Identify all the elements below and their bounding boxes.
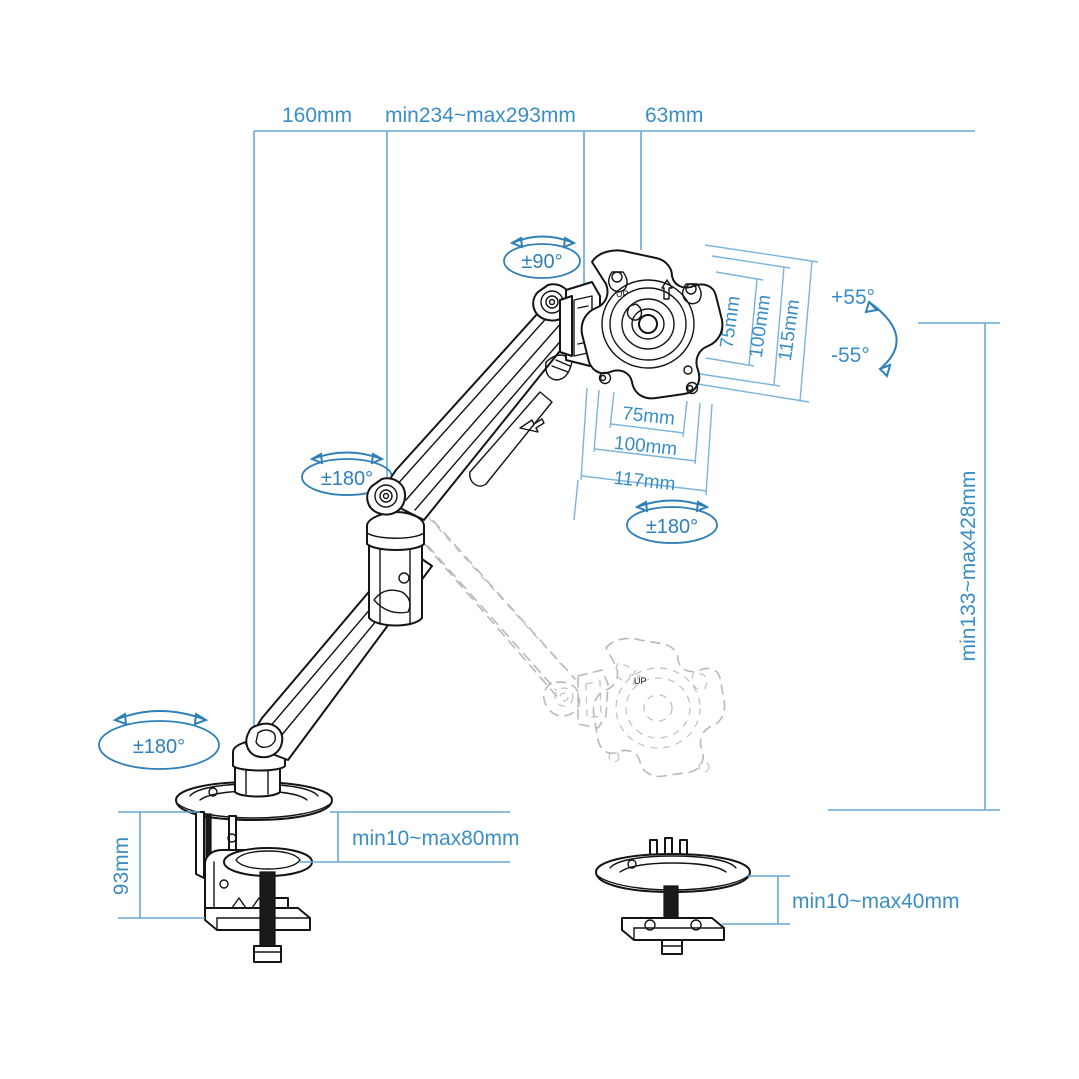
dimension-label-vesa-v-100: 100mm xyxy=(746,293,776,359)
vesa-mounting-plate: UP xyxy=(580,249,724,400)
clamp-desk-thickness-dimension-group xyxy=(300,811,510,863)
monitor-arm-assembly: UP xyxy=(175,249,724,963)
dimension-label-clamp-post-height: 93mm xyxy=(110,837,133,895)
dimension-label-reach-base: 160mm xyxy=(282,104,352,127)
dimension-label-extension-range: min234~max293mm xyxy=(385,104,576,127)
rotation-badge-label-screen-rotation: ±180° xyxy=(646,516,698,538)
tilt-arc-group xyxy=(864,300,898,378)
grommet-desk-thickness-dimension-group xyxy=(722,875,790,925)
ghost-arm-assembly: UP xyxy=(395,496,726,778)
dimension-label-vesa-h-100: 100mm xyxy=(613,433,678,461)
rotation-badge-label-elbow-rotation: ±180° xyxy=(321,468,373,490)
desk-clamp-base xyxy=(175,781,333,963)
ghost-plate-up-label: UP xyxy=(634,676,647,686)
vesa-vertical-dimension-group xyxy=(690,244,819,403)
dimension-label-grommet-desk-thickness: min10~max40mm xyxy=(792,890,959,913)
lower-arm-segment xyxy=(232,511,433,798)
dimension-label-head-depth: 63mm xyxy=(645,104,703,127)
height-range-dimension-group xyxy=(828,322,1000,811)
dimension-label-height-range: min133~max428mm xyxy=(957,471,980,662)
upper-arm-gas-spring xyxy=(366,283,581,521)
rotation-badge-label-base-rotation: ±180° xyxy=(133,736,185,758)
clamp-post-height-dimension-group xyxy=(118,811,205,919)
grommet-mount-assembly xyxy=(595,837,751,955)
vesa-horizontal-dimension-group xyxy=(573,387,713,521)
top-dimension-group xyxy=(253,130,975,800)
vesa-plate-up-label: UP xyxy=(616,289,629,299)
rotation-badge-screen-rotation: ±180° xyxy=(626,499,718,544)
dimension-label-vesa-h-117: 117mm xyxy=(613,468,677,495)
rotation-badge-base-rotation: ±180° xyxy=(98,710,220,770)
rotation-badge-label-head-swivel: ±90° xyxy=(521,251,562,273)
dimension-label-clamp-desk-thickness: min10~max80mm xyxy=(352,827,519,850)
tilt-label-down: -55° xyxy=(831,344,870,367)
tilt-label-up: +55° xyxy=(831,286,875,309)
rotation-badge-head-swivel: ±90° xyxy=(503,235,581,279)
dimension-label-vesa-v-115: 115mm xyxy=(775,298,804,362)
